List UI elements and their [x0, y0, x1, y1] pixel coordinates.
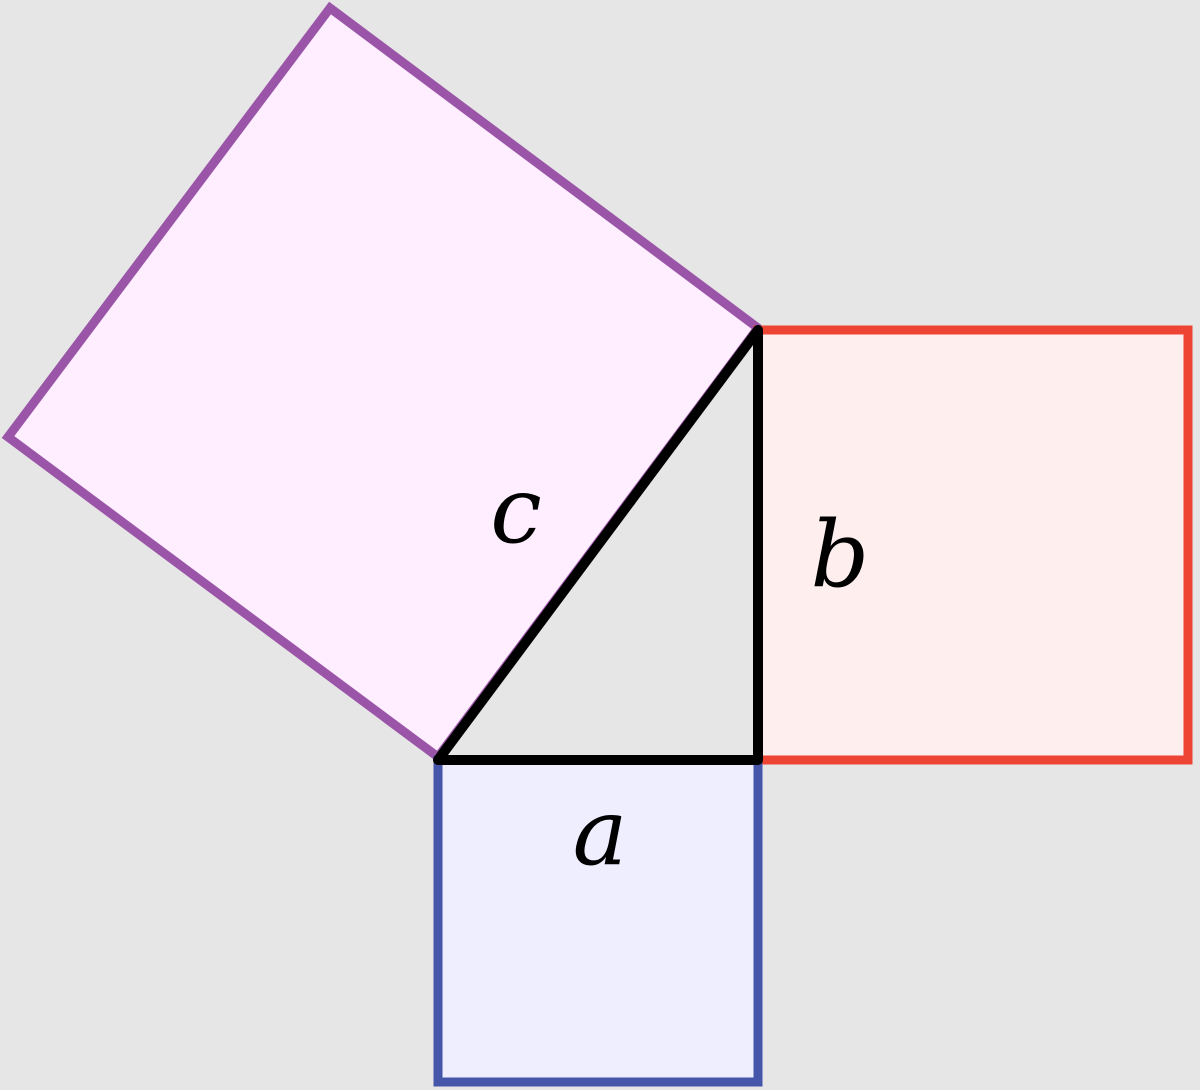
square-b: [753, 325, 1193, 765]
label-a: a: [573, 779, 628, 886]
right-triangle: [433, 325, 763, 765]
label-b: b: [811, 501, 870, 608]
label-c: c: [490, 457, 542, 564]
